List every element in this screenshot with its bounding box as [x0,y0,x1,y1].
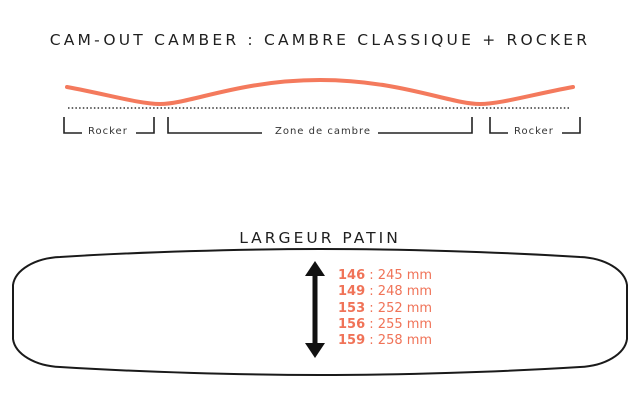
size-row: 156 : 255 mm [338,316,433,332]
camber-title: CAM-OUT CAMBER : CAMBRE CLASSIQUE + ROCK… [49,31,591,49]
zone-label-camber: Zone de cambre [271,126,376,137]
size-row: 146 : 245 mm [338,268,433,283]
rocker-left-bracket [63,117,155,134]
size-row: 149 : 248 mm [338,284,433,300]
camber-profile-curve [65,77,575,107]
width-arrow-head-top [305,261,325,276]
size-width-list: 146 : 245 mm 149 : 248 mm 153 : 252 mm 1… [338,268,432,349]
width-arrow-head-bottom [305,343,325,358]
zone-label-rocker-left: Rocker [84,126,132,137]
rocker-right-bracket [489,117,581,134]
board-outline [12,247,628,377]
camber-zone-bracket [167,117,473,134]
width-title: LARGEUR PATIN [239,229,401,247]
zone-label-rocker-right: Rocker [510,126,558,137]
size-row: 153 : 252 mm [338,300,433,316]
size-row: 159 : 258 mm [338,333,433,349]
